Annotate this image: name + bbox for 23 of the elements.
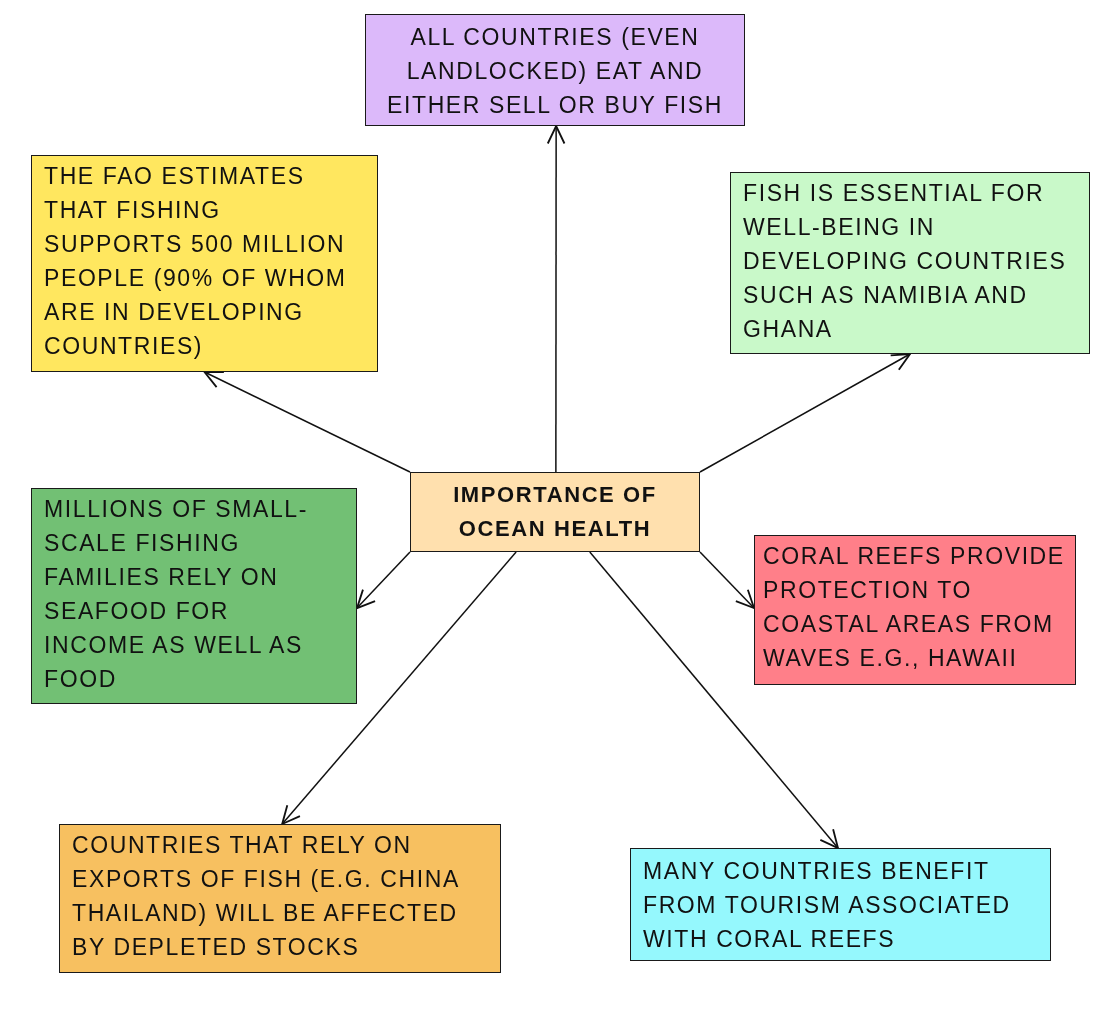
note-text: CORAL REEFS PROVIDE PROTECTION TO COASTAL AREAS FROM WAVES E.G., HAWAII [763,542,1066,673]
arrow [699,353,911,473]
arrow [589,551,839,849]
note-box [730,172,1090,354]
topic-title: IMPORTANCE OF OCEAN HEALTH [452,481,658,543]
note-box [365,14,745,126]
topic-box [410,472,700,552]
arrow [356,551,411,609]
note-box [31,155,378,372]
note-text: ALL COUNTRIES (EVEN LANDLOCKED) EAT AND EITHER SELL OR BUY FISH [386,23,724,120]
note-box [31,488,357,704]
arrow [203,371,411,473]
arrow [546,125,566,473]
note-text: MILLIONS OF SMALL-SCALE FISHING FAMILIES RELY ON SEAFOOD FOR INCOME AS WELL AS FOOD [44,495,309,694]
note-box [59,824,501,973]
note-box [754,535,1076,685]
note-text: THE FAO ESTIMATES THAT FISHING SUPPORTS 500 MILLION PEOPLE (90% OF WHOM ARE IN DEVELOPING COUNTRIES) [44,162,348,361]
arrow [281,551,517,825]
note-text: FISH IS ESSENTIAL FOR WELL-BEING IN DEVELOPING COUNTRIES SUCH AS NAMIBIA AND GHANA [743,179,1068,344]
note-text: MANY COUNTRIES BENEFIT FROM TOURISM ASSOCIATED WITH CORAL REEFS [643,857,1012,954]
arrow [699,551,755,609]
note-text: COUNTRIES THAT RELY ON EXPORTS OF FISH (E.G. CHINA THAILAND) WILL BE AFFECTED BY DEPLETED STOCKS [72,831,460,962]
note-box [630,848,1051,961]
